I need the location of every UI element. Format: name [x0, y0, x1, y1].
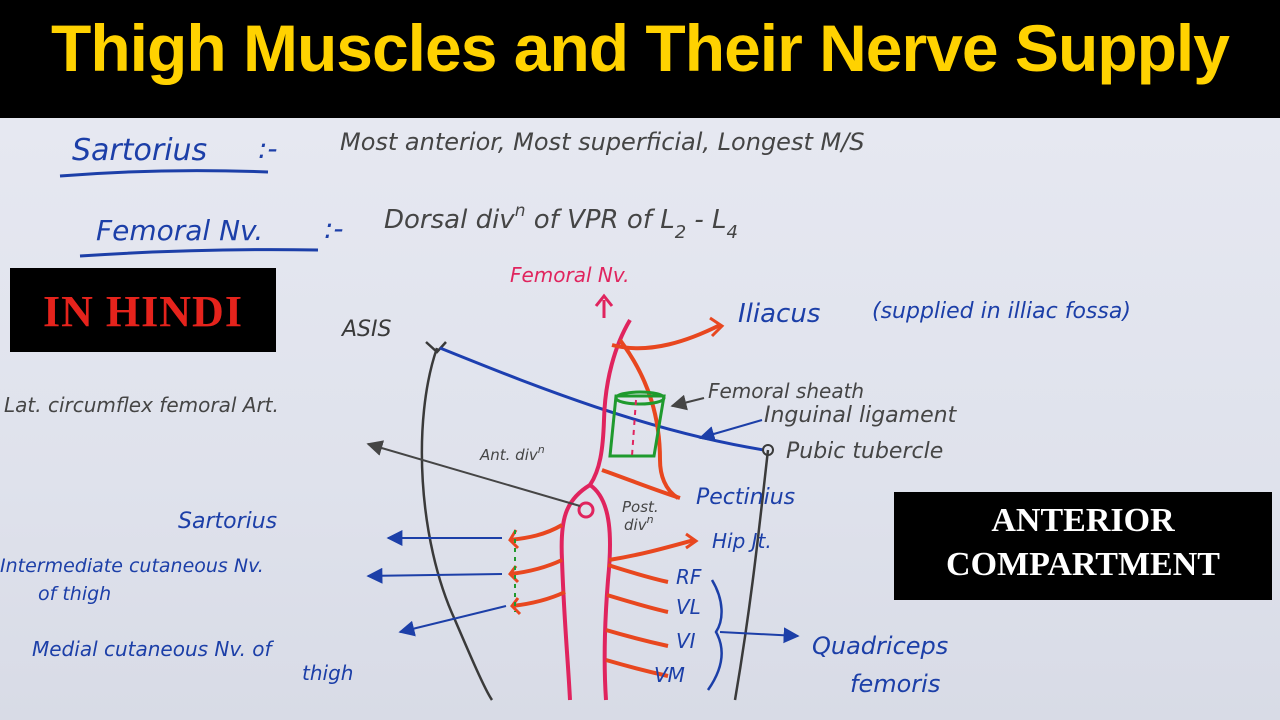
- quadriceps-bracket: [706, 579, 723, 691]
- quadriceps-pointer: [719, 627, 800, 644]
- intermediate-label-1: Intermediate cutaneous Nv.: [0, 555, 264, 577]
- compartment-line-1: ANTERIOR: [991, 502, 1175, 539]
- femoral-underline: [79, 248, 319, 258]
- post-div-label-2: divn: [624, 513, 654, 534]
- vl-label: VL: [676, 595, 701, 619]
- vi-label: VI: [676, 629, 696, 653]
- rf-branch: [607, 563, 669, 584]
- inguinal-ligament-pointer: [698, 419, 763, 442]
- sartorius-nerve-branch: [509, 523, 564, 542]
- iliacus-branch-tip: [709, 316, 725, 338]
- iliacus-branch-2: [618, 338, 680, 500]
- hip-branch: [608, 538, 695, 562]
- hip-branch-tip: [685, 532, 699, 550]
- femoral-sheath-top: [614, 390, 666, 406]
- video-title: Thigh Muscles and Their Nerve Supply: [51, 11, 1230, 85]
- vi-branch: [605, 628, 669, 648]
- femoral-sheath-divider: [631, 399, 637, 457]
- vl-branch: [606, 593, 669, 614]
- inguinal-ligament-label: Inguinal ligament: [764, 403, 958, 428]
- sartorius-heading: Sartorius: [72, 133, 207, 168]
- femoral-artery-circle: [577, 501, 595, 519]
- quadriceps-label-1: Quadriceps: [812, 632, 948, 660]
- notebook-page: [0, 118, 1280, 720]
- iliacus-branch: [611, 323, 721, 351]
- sartorius-description: Most anterior, Most superficial, Longest…: [340, 128, 865, 156]
- lat-circumflex-label: Lat. circumflex femoral Art.: [4, 393, 279, 417]
- medial-label-2: thigh: [302, 661, 353, 685]
- intermediate-nerve-branch: [509, 558, 563, 576]
- compartment-line-2: COMPARTMENT: [946, 546, 1220, 583]
- pubic-tubercle-label: Pubic tubercle: [786, 439, 943, 464]
- post-div-label-1: Post.: [622, 498, 659, 516]
- ant-div-label: Ant. divn: [479, 443, 545, 464]
- iliacus-note: (supplied in illiac fossa): [872, 299, 1131, 324]
- medial-label-1: Medial cutaneous Nv. of: [32, 637, 275, 661]
- hip-jt-label: Hip Jt.: [712, 529, 772, 553]
- femoral-separator: :-: [324, 212, 344, 245]
- thigh-medial-outline: [733, 449, 770, 701]
- intermediate-label-2: of thigh: [38, 583, 111, 605]
- asis-label: ASIS: [340, 317, 392, 342]
- femoral-nerve-posterior: [588, 483, 613, 701]
- femoral-nerve-trunk: [588, 318, 632, 487]
- thigh-lateral-outline: [420, 347, 494, 701]
- title-bar: Thigh Muscles and Their Nerve Supply: [0, 0, 1280, 118]
- femoral-sheath-pointer: [670, 394, 705, 411]
- in-hindi-badge: IN HINDI: [10, 268, 276, 352]
- femoral-description: Dorsal divn of VPR of L2 - L4: [384, 201, 738, 243]
- compartment-badge: ANTERIOR COMPARTMENT: [894, 492, 1272, 600]
- femoral-nerve-upward-arrow: [594, 293, 614, 318]
- femoral-sheath-box: [608, 394, 666, 458]
- femoral-sheath-label: Femoral sheath: [708, 379, 864, 403]
- in-hindi-text: IN HINDI: [43, 287, 243, 336]
- pubic-tubercle-dot: [762, 444, 774, 456]
- vm-branch: [605, 658, 669, 678]
- femoral-heading: Femoral Nv.: [96, 214, 263, 247]
- lat-circumflex-pointer: [366, 440, 581, 507]
- medial-nerve-branch: [511, 590, 566, 608]
- vm-label: VM: [654, 663, 685, 687]
- sartorius-underline: [59, 169, 269, 178]
- sartorius-muscle-label: Sartorius: [178, 509, 277, 534]
- asis-mark: [425, 341, 447, 354]
- iliacus-label: Iliacus: [738, 299, 820, 329]
- intermediate-pointer: [366, 567, 503, 584]
- femoral-nv-label: Femoral Nv.: [510, 263, 629, 287]
- quadriceps-label-2: femoris: [850, 670, 940, 698]
- sartorius-separator: :-: [258, 132, 278, 165]
- pectineus-branch: [601, 468, 681, 500]
- pectineus-label: Pectinius: [696, 485, 795, 510]
- rf-label: RF: [676, 565, 702, 589]
- medial-pointer: [398, 605, 507, 637]
